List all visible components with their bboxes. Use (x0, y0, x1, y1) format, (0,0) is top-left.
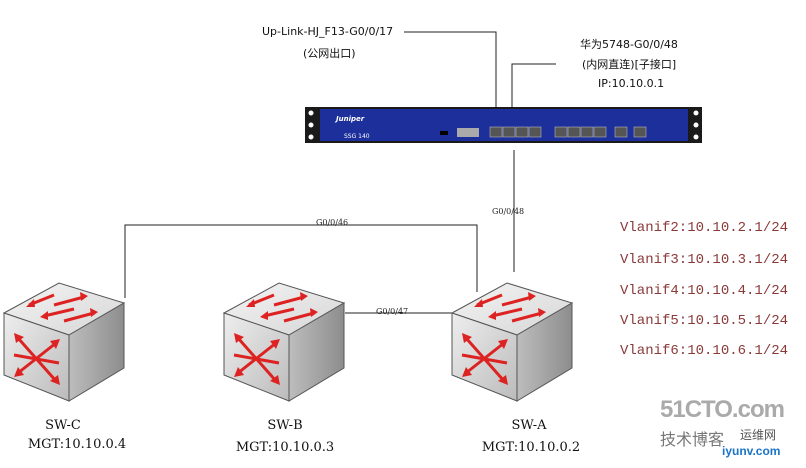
sw-b-mgt: MGT:10.10.0.3 (235, 440, 335, 455)
connection-lines (124, 31, 556, 314)
port-label-g0-0-46: G0/0/46 (316, 218, 349, 227)
sw-c-mgt: MGT:10.10.0.4 (27, 437, 127, 452)
sw-a-name: SW-A (511, 418, 547, 433)
huawei-line (511, 63, 556, 128)
port-label-g0-0-48: G0/0/48 (492, 207, 525, 216)
huawei-ip: IP:10.10.0.1 (598, 77, 665, 90)
vlanif-2: Vlanif2:10.10.2.1/24 (620, 220, 789, 236)
firewall-brand: Juniper (334, 115, 365, 123)
vlanif-4: Vlanif4:10.10.4.1/24 (620, 283, 789, 299)
sw-a-mgt: MGT:10.10.0.2 (481, 440, 581, 455)
uplink-label: Up-Link-HJ_F13-G0/0/17 (262, 25, 394, 38)
switch-sw-a-icon (450, 281, 574, 403)
port-label-g0-0-47: G0/0/47 (376, 307, 409, 316)
sw-c-to-sw-a-line (124, 224, 478, 298)
sw-c-name: SW-C (45, 418, 81, 433)
watermark-51cto: 51CTO.com (660, 396, 785, 423)
switch-sw-c-icon (2, 281, 126, 403)
switch-sw-b-icon (222, 281, 346, 403)
vlanif-6: Vlanif6:10.10.6.1/24 (620, 343, 789, 359)
watermark-blog: 技术博客 (660, 430, 725, 449)
firewall-model: SSG 140 (344, 133, 370, 140)
uplink-sublabel: (公网出口) (303, 47, 356, 60)
watermark-yunwei: 运维网 (740, 428, 777, 442)
sw-b-name: SW-B (267, 418, 303, 433)
uplink-line (404, 31, 497, 128)
watermark-logo: 51CTO.com 技术博客 运维网 iyunv.com (660, 396, 800, 466)
firewall-device: Juniper SSG 140 (305, 107, 702, 143)
vlanif-5: Vlanif5:10.10.5.1/24 (620, 313, 789, 329)
vlanif-3: Vlanif3:10.10.3.1/24 (620, 252, 789, 268)
huawei-label: 华为5748-G0/0/48 (580, 38, 678, 51)
huawei-sublabel: (内网直连)[子接口] (582, 58, 677, 71)
watermark-iyunv: iyunv.com (722, 444, 781, 458)
